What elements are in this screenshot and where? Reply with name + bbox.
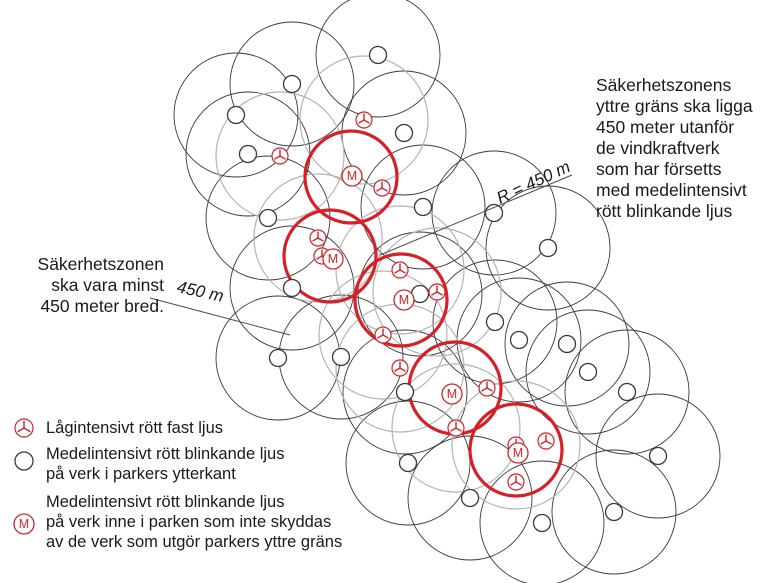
inner-zone-circle — [299, 55, 429, 185]
perimeter-turbine-icon — [485, 312, 505, 332]
turbine-markers: M M M M M — [226, 45, 668, 533]
perimeter-turbine-icon — [331, 347, 351, 367]
perimeter-turbine-icon — [238, 144, 258, 164]
inner-zone-circle — [391, 363, 521, 493]
safety-zone-circle — [229, 21, 355, 147]
medium-intensity-zone-circle — [303, 129, 399, 225]
medium-intensity-zone-circle — [282, 208, 378, 304]
perimeter-turbine-icon — [460, 488, 480, 508]
dimension-lines — [149, 174, 573, 336]
medium-intensity-turbine-icon: M — [507, 442, 529, 464]
perimeter-turbine-icon — [604, 502, 624, 522]
perimeter-turbine-icon — [538, 238, 558, 258]
perimeter-turbine-icon — [395, 382, 415, 402]
radius-leader-line — [379, 174, 573, 256]
safety-zone-circle — [551, 449, 677, 575]
perimeter-turbine-icon — [557, 334, 577, 354]
safety-zone-circle — [456, 277, 582, 403]
safety-zone-circle — [525, 309, 651, 435]
perimeter-turbine-icon — [578, 362, 598, 382]
svg-text:M: M — [328, 252, 338, 266]
medium-intensity-turbine-icon: M — [322, 248, 344, 270]
svg-text:M: M — [399, 293, 409, 307]
legend-icons: M — [13, 418, 35, 535]
low-intensity-turbine-icon — [507, 473, 525, 491]
perimeter-turbine-icon — [648, 446, 668, 466]
medium-intensity-turbine-icon: M — [441, 383, 463, 405]
safety-zone-circle — [315, 0, 441, 118]
safety-zone-circle — [564, 329, 690, 455]
perimeter-turbine-icon — [226, 105, 246, 125]
svg-text:M: M — [513, 446, 523, 460]
perimeter-turbine-icon — [617, 382, 637, 402]
perimeter-turbine-icon — [282, 278, 302, 298]
low-intensity-turbine-icon — [373, 179, 391, 197]
perimeter-turbine-icon — [282, 74, 302, 94]
perimeter-turbine-icon — [398, 453, 418, 473]
legend-interior-label: Medelintensivt rött blinkande ljus på ve… — [46, 493, 343, 551]
perimeter-turbine-icon — [509, 330, 529, 350]
inner-zone-circle — [318, 270, 448, 400]
svg-text:M: M — [447, 387, 457, 401]
inner-turbine-zone-circles — [215, 55, 581, 510]
low-intensity-turbine-icon — [391, 261, 409, 279]
medium-intensity-zone-circle — [468, 402, 564, 498]
safety-zone-circle — [479, 460, 605, 583]
perimeter-turbine-icon — [368, 45, 388, 65]
low-intensity-turbine-icon — [271, 147, 289, 165]
safety-zone-circle — [173, 52, 299, 178]
safety-zone-circle — [431, 150, 557, 276]
low-intensity-turbine-icon — [478, 379, 496, 397]
medium-intensity-turbine-icon: M — [393, 289, 415, 311]
perimeter-turbine-icon — [413, 197, 433, 217]
low-intensity-turbine-icon — [447, 419, 465, 437]
perimeter-turbine-icon — [268, 348, 288, 368]
svg-text:M: M — [19, 517, 29, 531]
perimeter-turbine-icon — [532, 513, 552, 533]
safety-zone-circle — [229, 225, 355, 351]
width-leader-line — [149, 297, 291, 336]
inner-zone-circle — [215, 91, 345, 221]
low-intensity-turbine-icon — [391, 359, 409, 377]
svg-text:M: M — [347, 169, 357, 183]
perimeter-turbine-icon — [258, 208, 278, 228]
zone-width-note: Säkerhetszonen ska vara minst 450 meter … — [37, 254, 164, 316]
safety-zone-circle — [342, 329, 468, 455]
legend-perimeter-label: Medelintensivt rött blinkande ljus på ve… — [46, 445, 285, 483]
medium-intensity-turbine-icon: M — [13, 513, 35, 535]
low-intensity-turbine-icon — [374, 326, 392, 344]
low-intensity-turbine-icon — [309, 229, 327, 247]
legend-low-intensity-label: Lågintensivt rött fast ljus — [46, 419, 224, 437]
medium-intensity-zone-circle — [353, 252, 449, 348]
low-intensity-turbine-icon — [355, 111, 373, 129]
safety-zone-circle — [595, 393, 721, 519]
low-intensity-turbine-icon — [537, 432, 555, 450]
width-label: 450 m — [175, 277, 225, 305]
legend-perimeter-icon — [14, 451, 34, 471]
safety-zone-circle — [345, 400, 471, 526]
low-intensity-turbine-icon — [428, 283, 446, 301]
perimeter-turbine-icon — [394, 123, 414, 143]
outer-boundary-note: Säkerhetszonens yttre gräns ska ligga 45… — [596, 75, 753, 221]
inner-zone-circle — [451, 380, 581, 510]
safety-zone-circle — [407, 435, 533, 561]
inner-zone-circle — [335, 205, 465, 335]
medium-intensity-turbine-icon: M — [341, 165, 363, 187]
inner-zone-circle — [372, 227, 502, 357]
safety-zone-circle — [485, 185, 611, 311]
low-intensity-turbine-icon — [14, 418, 34, 438]
